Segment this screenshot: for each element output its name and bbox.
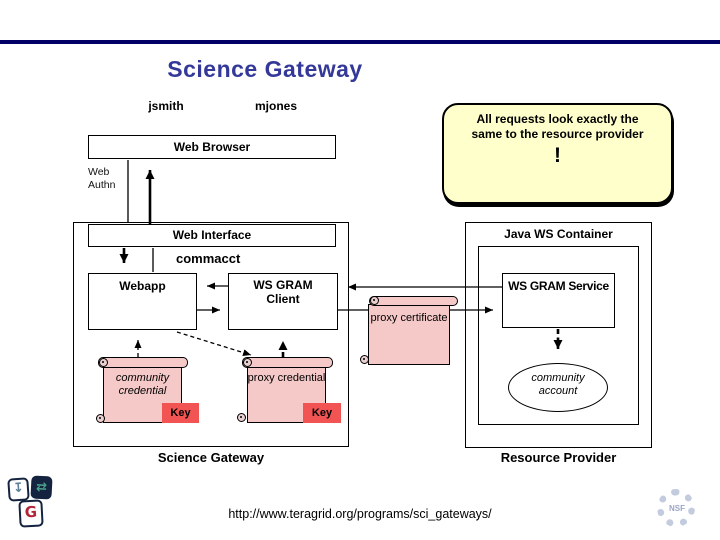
resource-provider-caption: Resource Provider [500, 450, 617, 465]
community-credential-curl-top [99, 358, 108, 367]
community-credential-curl-bottom [96, 414, 105, 423]
web-browser-label: Web Browser [173, 140, 251, 154]
proxy-certificate-label: proxy certificate [370, 312, 448, 324]
ws-gram-service-label: WS GRAM Service [508, 279, 609, 293]
web-browser-box: Web Browser [88, 135, 336, 159]
web-interface-box: Web Interface [88, 224, 336, 247]
download-arrow-icon: ↧ [7, 477, 30, 502]
proxy-credential-key-badge: Key [303, 403, 341, 423]
nsf-logo-text: NSF [669, 504, 685, 513]
science-gateway-caption: Science Gateway [157, 450, 265, 465]
callout-line-2: same to the resource provider [471, 126, 644, 141]
community-account-label: community account [531, 372, 585, 397]
proxy-credential-curl-bottom [237, 413, 246, 422]
proxy-credential-label: proxy credential [247, 372, 326, 384]
proxy-credential-scroll-top [242, 357, 333, 368]
commacct-label: commacct [176, 251, 241, 266]
proxy-certificate-scroll [368, 304, 450, 365]
proxy-credential-curl-top [243, 358, 252, 367]
callout-note: All requests look exactly the same to th… [442, 103, 673, 204]
community-credential-scroll-top [98, 357, 188, 368]
community-credential-key-badge: Key [162, 403, 199, 423]
community-account-ellipse: community account [508, 363, 608, 412]
callout-exclamation: ! [554, 144, 561, 167]
user-label-jsmith: jsmith [148, 99, 184, 113]
nsf-ring-icon [657, 489, 695, 527]
java-ws-container-label: Java WS Container [504, 227, 613, 241]
web-authn-label: Web Authn [88, 166, 116, 191]
ws-gram-client-label: WS GRAM Client [253, 278, 313, 306]
webapp-box: Webapp [88, 273, 197, 330]
slide-title: Science Gateway [167, 56, 363, 82]
proxy-certificate-curl-bottom [360, 355, 369, 364]
g-circle-icon: G [18, 499, 44, 528]
proxy-certificate-scroll-top [369, 296, 458, 306]
sync-arrows-icon: ⇄ [30, 475, 53, 500]
globus-logo: ↧ ⇄ G [6, 474, 56, 534]
user-label-mjones: mjones [254, 99, 297, 113]
ws-gram-service-box: WS GRAM Service [502, 273, 615, 328]
footer-url: http://www.teragrid.org/programs/sci_gat… [228, 507, 492, 521]
callout-line-1: All requests look exactly the [476, 112, 639, 126]
webapp-label: Webapp [119, 279, 166, 293]
community-credential-label: community credential [115, 372, 170, 397]
proxy-certificate-curl-top [370, 296, 379, 305]
nsf-logo: NSF [652, 487, 702, 533]
ws-gram-client-box: WS GRAM Client [228, 273, 338, 330]
web-interface-label: Web Interface [172, 228, 252, 242]
header-rule [0, 40, 720, 44]
